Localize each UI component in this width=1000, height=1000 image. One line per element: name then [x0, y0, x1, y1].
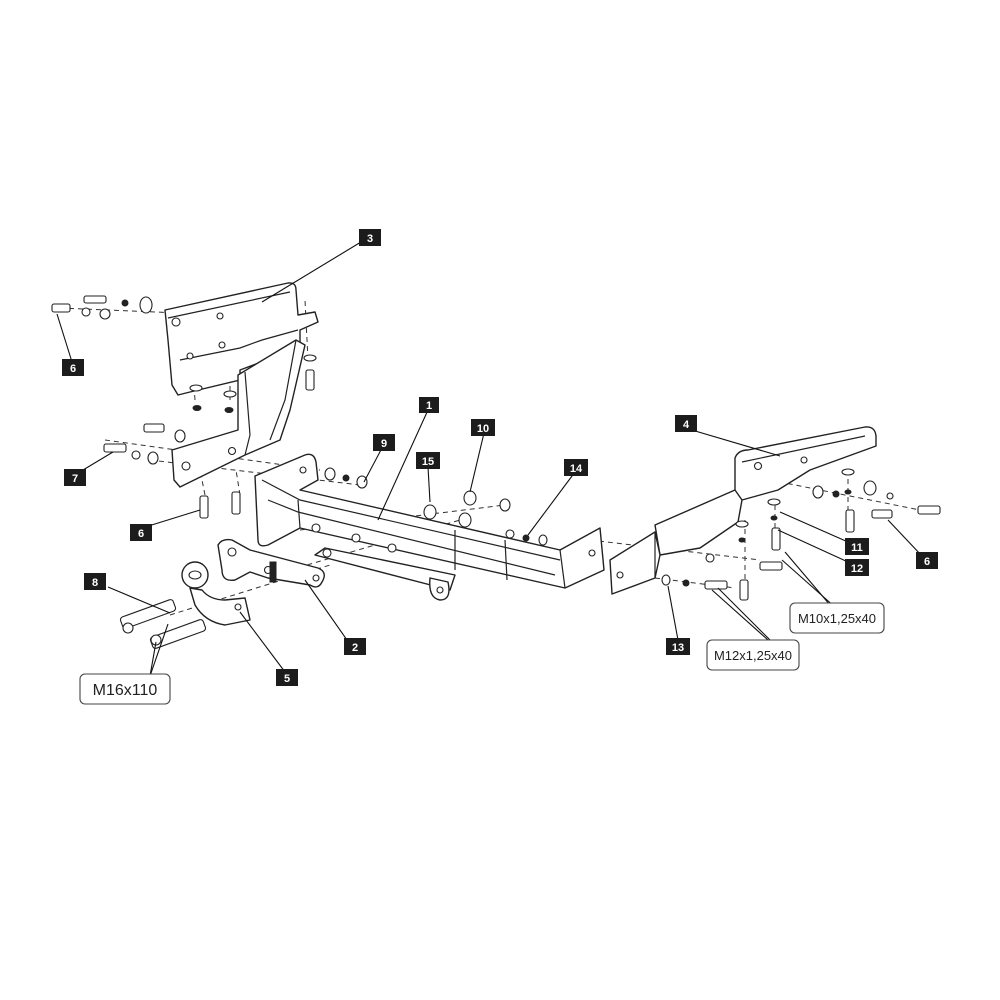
fasteners-center [423, 490, 548, 546]
svg-text:6: 6 [70, 363, 76, 375]
svg-text:M10x1,25x40: M10x1,25x40 [798, 611, 876, 626]
svg-text:7: 7 [72, 473, 78, 485]
svg-text:15: 15 [422, 456, 434, 468]
coupling-plate [217, 538, 325, 588]
tag-10: 10 [471, 419, 495, 436]
svg-text:1: 1 [426, 400, 432, 412]
bracket-right-sideplate [609, 489, 743, 595]
svg-text:10: 10 [477, 423, 489, 435]
fasteners-left [51, 295, 368, 649]
svg-text:5: 5 [284, 673, 290, 685]
tag-1: 1 [419, 397, 439, 413]
svg-text:M12x1,25x40: M12x1,25x40 [714, 648, 792, 663]
svg-text:6: 6 [924, 556, 930, 568]
svg-text:4: 4 [683, 419, 690, 431]
tag-3: 3 [359, 229, 381, 246]
svg-text:13: 13 [672, 642, 684, 654]
tag-2: 2 [344, 638, 366, 655]
tag-9: 9 [373, 434, 395, 451]
tag-12: 12 [845, 559, 869, 576]
fasteners-right [661, 468, 941, 601]
tag-5: 5 [276, 669, 298, 686]
bracket-left-upper [164, 282, 319, 396]
tag-6-lower-left: 6 [130, 524, 152, 541]
tag-7: 7 [64, 469, 86, 486]
beam-lower-flange [314, 547, 456, 601]
svg-text:2: 2 [352, 642, 358, 654]
svg-text:8: 8 [92, 577, 98, 589]
tag-4: 4 [675, 415, 697, 432]
main-cross-beam [254, 453, 605, 589]
svg-text:M16x110: M16x110 [93, 682, 158, 699]
tag-13: 13 [666, 638, 690, 655]
spec-callout-m16x110: M16x110 [79, 673, 171, 705]
svg-text:3: 3 [367, 233, 373, 245]
svg-text:12: 12 [851, 563, 863, 575]
tag-6-right: 6 [916, 552, 938, 569]
svg-text:6: 6 [138, 528, 144, 540]
tag-14: 14 [564, 459, 588, 476]
tag-11: 11 [845, 538, 869, 555]
svg-text:14: 14 [570, 463, 583, 475]
tow-ball [181, 561, 251, 626]
spec-callout-m10: M10x1,25x40 [789, 602, 885, 634]
bracket-right [734, 426, 877, 501]
spec-callout-m12: M12x1,25x40 [706, 639, 800, 671]
bracket-left-plate [171, 339, 306, 488]
tag-8: 8 [84, 573, 106, 590]
svg-text:9: 9 [381, 438, 387, 450]
tag-15: 15 [416, 452, 440, 469]
tag-6-top-left: 6 [62, 359, 84, 376]
svg-text:11: 11 [851, 542, 863, 554]
